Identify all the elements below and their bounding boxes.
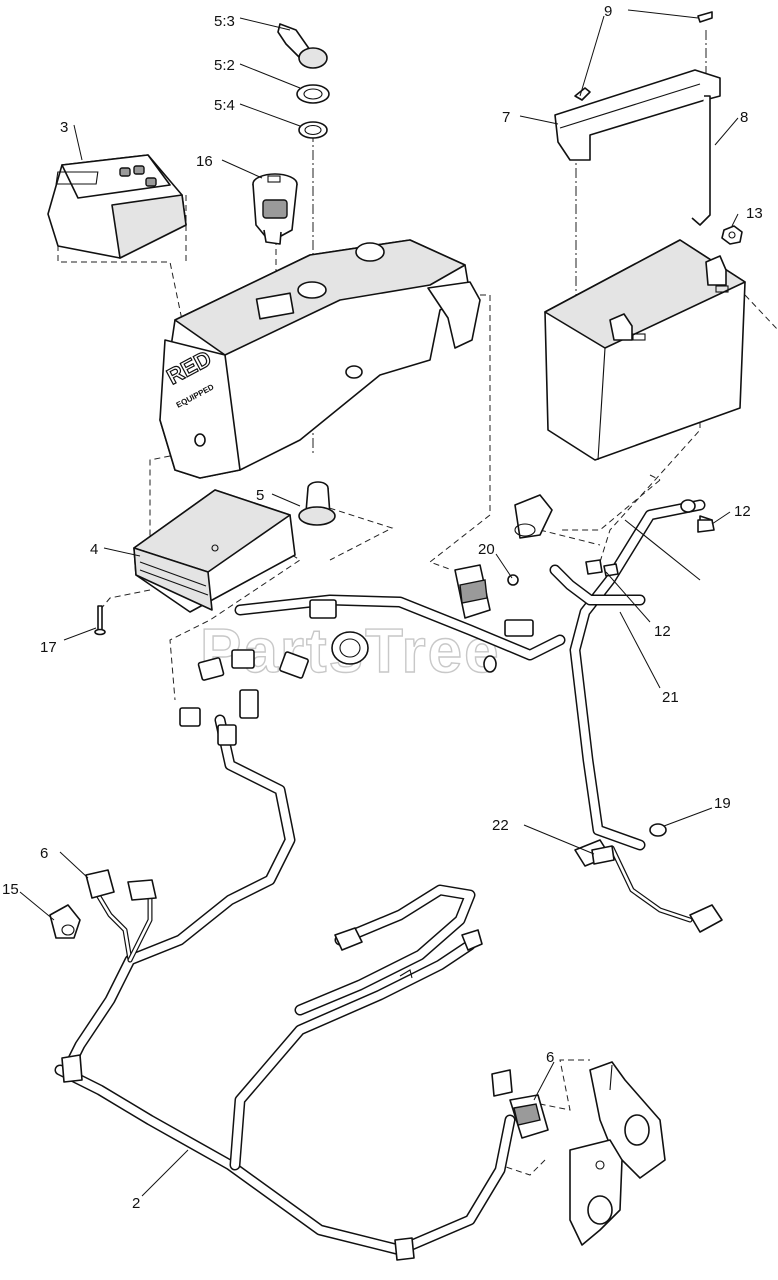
callout-2: 2 [132,1195,140,1212]
controller-module [133,489,296,613]
key-switch [252,173,298,245]
callout-5-2: 5:2 [214,57,235,74]
nut-13 [721,225,743,245]
screw-17 [94,605,106,636]
callout-6-left: 6 [40,845,48,862]
callout-19: 19 [714,795,731,812]
callout-17: 17 [40,639,57,656]
callout-21: 21 [662,689,679,706]
callout-5-3: 5:3 [214,13,235,30]
key-assembly [277,23,330,139]
callout-3: 3 [60,119,68,136]
callout-6-right: 6 [546,1049,554,1066]
callout-12-lower: 12 [654,623,671,640]
cable-tie-22 [591,845,615,865]
connector-cluster [179,564,534,746]
switch-5 [298,481,336,526]
callout-5: 5 [256,487,264,504]
callout-5-4: 5:4 [214,97,235,114]
callout-16: 16 [196,153,213,170]
leader-lines [19,9,739,1197]
callout-9: 9 [604,3,612,20]
wire-harness [54,594,566,1261]
callout-13: 13 [746,205,763,222]
bolt-12-upper [697,519,715,533]
control-panel: RED EQUIPPED [159,239,481,479]
callout-8: 8 [740,109,748,126]
callout-4: 4 [90,541,98,558]
callout-15: 15 [2,881,19,898]
callout-labels: 5:3 5:2 5:4 3 16 9 7 8 13 5 4 17 20 12 1… [2,3,763,1212]
battery-cables [549,499,723,933]
plug-15 [49,904,81,939]
bolt-12-lower [585,559,619,577]
callout-7: 7 [502,109,510,126]
callout-22: 22 [492,817,509,834]
lever-bracket [569,1061,666,1246]
battery [544,239,746,461]
display-module [47,154,187,259]
relay-boot [514,494,553,539]
callout-12-upper: 12 [734,503,751,520]
switch-6-right [509,1094,549,1139]
switch-6-left [85,869,157,901]
callout-20: 20 [478,541,495,558]
